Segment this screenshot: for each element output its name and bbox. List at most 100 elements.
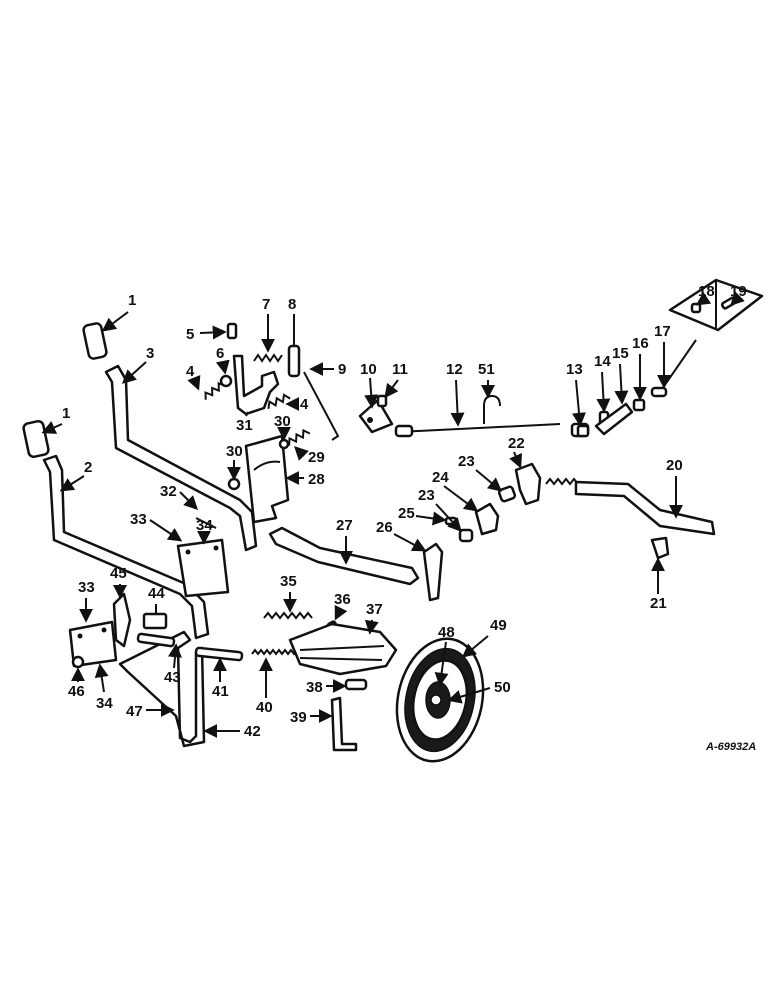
nut-30-right: [278, 438, 290, 450]
callout-36: 36: [334, 591, 351, 608]
rod-43: [136, 632, 176, 648]
callout-41: 41: [212, 683, 229, 700]
callout-9: 9: [338, 361, 346, 378]
spacer-23-a: [497, 485, 517, 503]
grip-1-lower: [22, 419, 50, 459]
callout-43: 43: [164, 669, 181, 686]
block-24: [474, 502, 500, 536]
callout-30-right: 30: [274, 413, 291, 430]
linkage-37: [288, 622, 398, 676]
callout-8: 8: [288, 296, 296, 313]
arm-26: [422, 542, 444, 602]
callout-31: 31: [236, 417, 253, 434]
rod-12: [394, 422, 590, 438]
callout-49: 49: [490, 617, 507, 634]
callout-22: 22: [508, 435, 525, 452]
callout-15: 15: [612, 345, 629, 362]
pin-32: [195, 517, 217, 529]
hook-51: [483, 394, 501, 424]
inset-box-18-19: [668, 278, 764, 332]
callout-35: 35: [280, 573, 297, 590]
bracket-45: [112, 592, 132, 648]
callout-2: 2: [84, 459, 92, 476]
plate-28: [244, 434, 290, 524]
callout-6: 6: [216, 345, 224, 362]
rod-9: [303, 371, 340, 441]
callout-38: 38: [306, 679, 323, 696]
callout-1-upper: 1: [128, 292, 136, 309]
bracket-31: [232, 354, 280, 416]
callout-28: 28: [308, 471, 325, 488]
bracket-22: [514, 462, 542, 506]
callout-23-upper: 23: [458, 453, 475, 470]
callout-13: 13: [566, 361, 583, 378]
spring-35: [263, 611, 313, 620]
nut-46: [71, 655, 85, 669]
fitting-16: [632, 398, 646, 412]
callout-33-lower: 33: [78, 579, 95, 596]
callout-21: 21: [650, 595, 667, 612]
drawing-reference: A-69932A: [705, 741, 756, 753]
rod-40: [251, 648, 301, 656]
callout-48: 48: [438, 624, 455, 641]
nut-6: [219, 374, 233, 388]
callout-20: 20: [666, 457, 683, 474]
callout-14: 14: [594, 353, 611, 370]
callout-4-right: 4: [300, 396, 309, 413]
callout-39: 39: [290, 709, 307, 726]
bolt-5: [226, 322, 238, 340]
callout-29: 29: [308, 449, 325, 466]
callout-34-upper: 34: [196, 517, 213, 534]
grip-1-upper: [82, 322, 108, 360]
callout-4-left: 4: [186, 363, 195, 380]
bracket-39: [330, 696, 358, 752]
callout-25: 25: [398, 505, 415, 522]
callout-51: 51: [478, 361, 495, 378]
callout-42: 42: [244, 723, 261, 740]
callout-47: 47: [126, 703, 143, 720]
lever-2: [42, 454, 210, 640]
link-8: [287, 344, 301, 378]
nut-30-left: [227, 477, 241, 491]
callout-18: 18: [698, 283, 715, 300]
arm-15: [594, 402, 634, 436]
callout-32: 32: [160, 483, 177, 500]
callout-1-lower: 1: [62, 405, 70, 422]
callout-3: 3: [146, 345, 154, 362]
callout-45: 45: [110, 565, 127, 582]
callout-7: 7: [262, 296, 270, 313]
callout-12: 12: [446, 361, 463, 378]
callout-46: 46: [68, 683, 85, 700]
spacer-23-b: [458, 528, 474, 543]
callout-26: 26: [376, 519, 393, 536]
rod-17: [650, 339, 697, 398]
callouts: 1 1 2 3 4 4 5 6 7 8 9 10 11: [41, 283, 747, 740]
gauge-wheel-49: [395, 637, 485, 763]
fitting-13: [576, 424, 590, 438]
callout-11: 11: [392, 361, 408, 378]
callout-37: 37: [366, 601, 383, 618]
spring-4-right: [267, 393, 291, 409]
plate-34-upper: [176, 538, 230, 598]
callout-24: 24: [432, 469, 449, 486]
plate-34-lower: [68, 620, 118, 668]
callout-17: 17: [654, 323, 671, 340]
callout-33-upper: 33: [130, 511, 147, 528]
callout-27: 27: [336, 517, 353, 534]
callout-34-lower: 34: [96, 695, 113, 712]
clip-44: [142, 612, 168, 630]
spring-29: [288, 428, 311, 446]
spring-4-left: [204, 381, 226, 400]
clamp-21: [650, 536, 670, 560]
callout-40: 40: [256, 699, 273, 716]
spring-7: [253, 353, 283, 363]
callout-19: 19: [730, 283, 747, 300]
pin-38: [344, 678, 368, 691]
callout-30-left: 30: [226, 443, 243, 460]
callout-5: 5: [186, 326, 194, 343]
bit-11: [376, 394, 388, 408]
callout-23-lower: 23: [418, 487, 435, 504]
bar-20: [574, 480, 716, 536]
callout-50: 50: [494, 679, 511, 696]
